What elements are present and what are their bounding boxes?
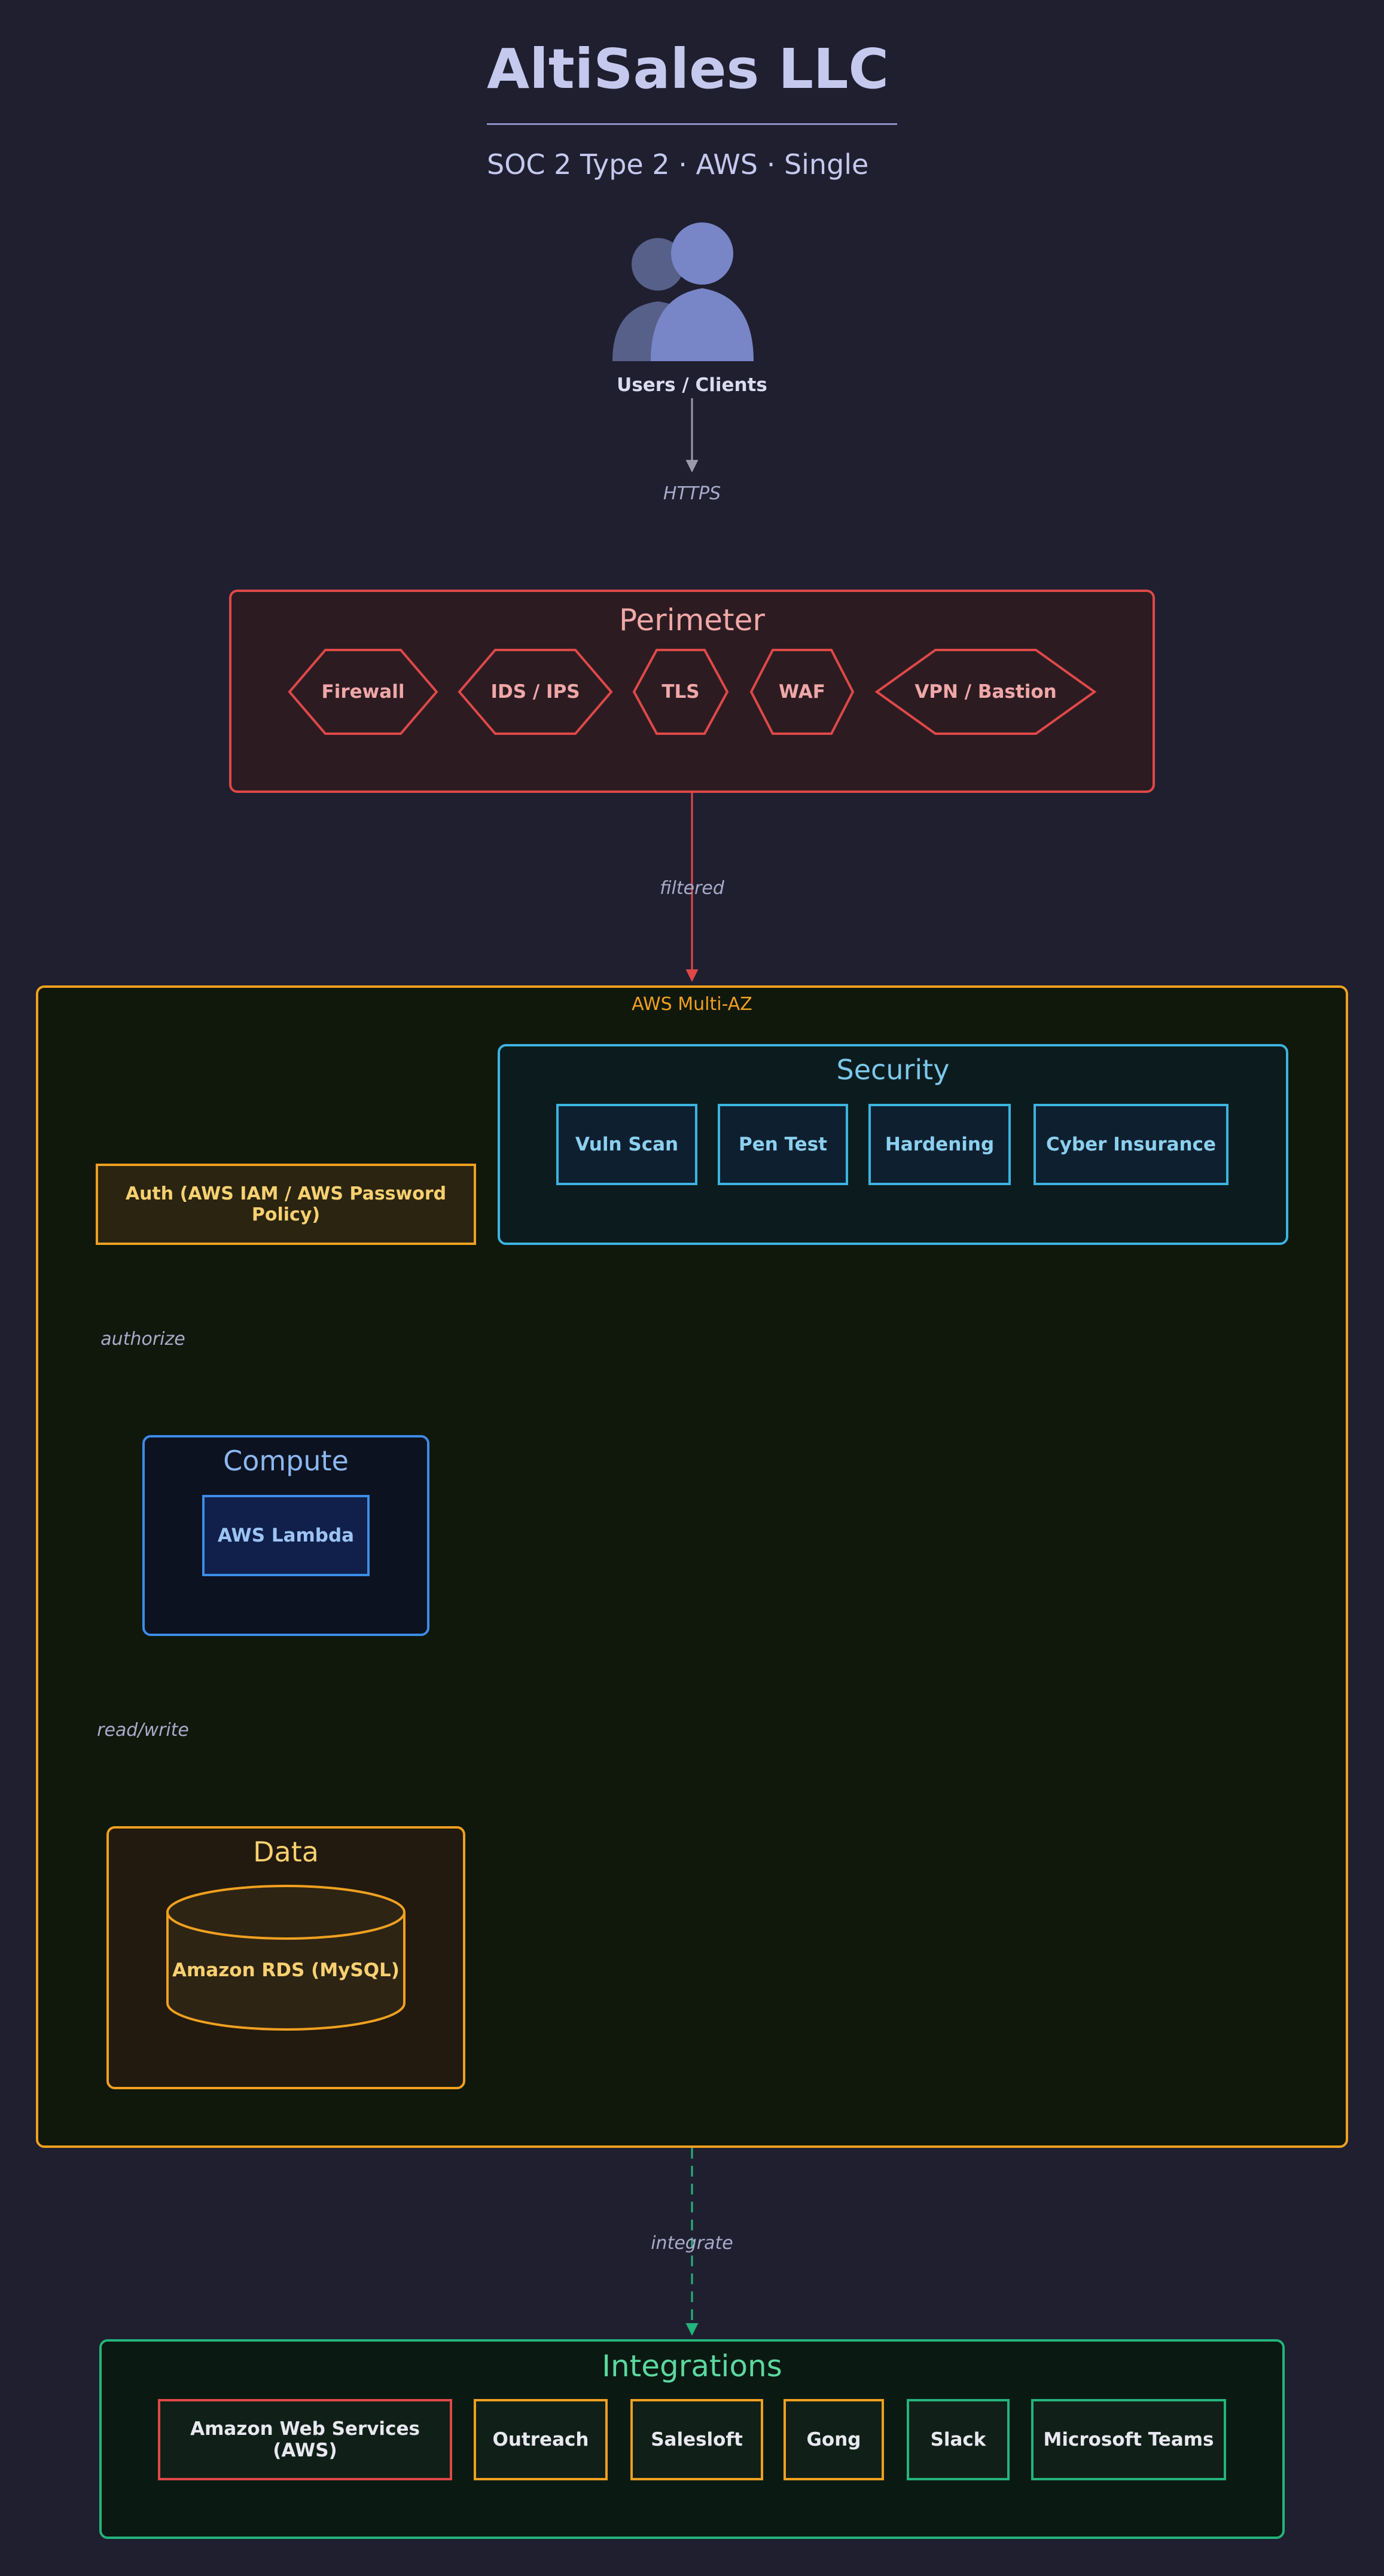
- integration-item-gong: Gong: [784, 2399, 884, 2480]
- users-icon: [612, 222, 754, 361]
- integration-item-microsoft-teams: Microsoft Teams: [1031, 2399, 1226, 2480]
- security-item-hardening: Hardening: [868, 1104, 1011, 1185]
- aws-cloud-label: AWS Multi-AZ: [632, 994, 752, 1015]
- edge-label-filtered: filtered: [660, 878, 724, 899]
- data-item-amazon-rds: Amazon RDS (MySQL): [172, 1960, 400, 1981]
- edge-label-authorize: authorize: [100, 1329, 185, 1350]
- integration-item-slack: Slack: [907, 2399, 1010, 2480]
- perimeter-item-firewall: Firewall: [321, 681, 405, 703]
- perimeter-item-ids-ips: IDS / IPS: [490, 681, 580, 703]
- firewall-icon: [288, 649, 438, 735]
- tls-icon: [632, 649, 729, 735]
- security-item-vuln-scan: Vuln Scan: [556, 1104, 697, 1185]
- users-label: Users / Clients: [617, 374, 767, 396]
- security-item-cyber-insurance: Cyber Insurance: [1034, 1104, 1228, 1185]
- integration-item-outreach: Outreach: [474, 2399, 608, 2480]
- page-subtitle: SOC 2 Type 2 · AWS · Single: [487, 148, 869, 181]
- integrations-title: Integrations: [602, 2349, 782, 2383]
- perimeter-title: Perimeter: [619, 603, 765, 637]
- auth-box: Auth (AWS IAM / AWS Password Policy): [96, 1164, 476, 1245]
- perimeter-item-tls: TLS: [661, 681, 700, 703]
- perimeter-hexagons: [288, 649, 1097, 735]
- compute-item-aws-lambda: AWS Lambda: [202, 1495, 370, 1576]
- edge-label-integrate: integrate: [651, 2233, 733, 2254]
- ids-ips-icon: [458, 649, 613, 735]
- integration-item-salesloft: Salesloft: [630, 2399, 763, 2480]
- data-title: Data: [253, 1836, 319, 1868]
- compute-title: Compute: [223, 1445, 349, 1477]
- integration-item-aws: Amazon Web Services (AWS): [158, 2399, 452, 2480]
- waf-icon: [749, 649, 855, 735]
- perimeter-item-waf: WAF: [779, 681, 825, 703]
- page-title: AltiSales LLC: [487, 37, 889, 101]
- edge-label-https: HTTPS: [663, 483, 721, 504]
- edge-label-read-write: read/write: [97, 1720, 189, 1741]
- title-divider: [487, 123, 897, 125]
- vpn-bastion-icon: [874, 649, 1097, 735]
- database-icon: [166, 1885, 406, 2031]
- security-item-pen-test: Pen Test: [718, 1104, 848, 1185]
- security-title: Security: [836, 1054, 950, 1086]
- perimeter-item-vpn-bastion: VPN / Bastion: [914, 681, 1057, 703]
